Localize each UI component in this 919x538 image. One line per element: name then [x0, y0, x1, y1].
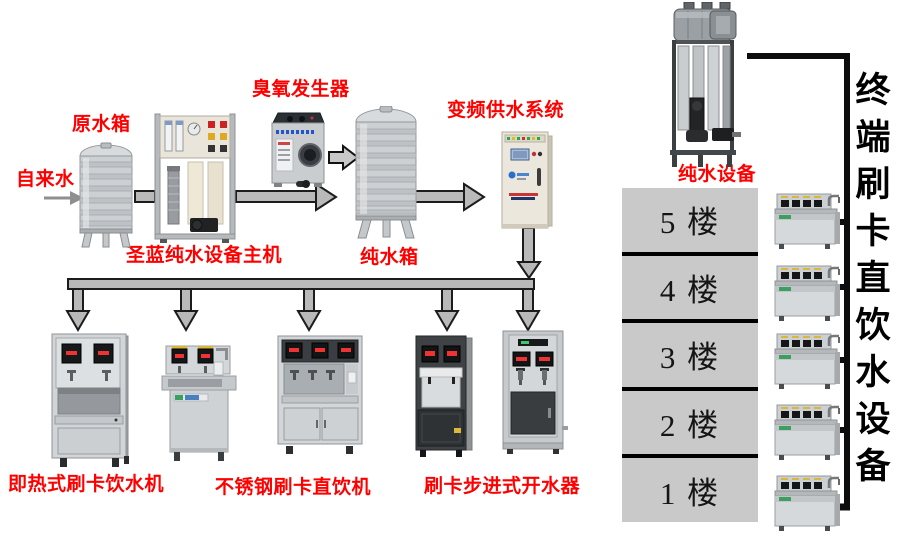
- instant-machine-image: [51, 333, 129, 467]
- terminal-fountain-image-4f: [774, 265, 840, 321]
- floor-label: 3 楼: [659, 340, 721, 376]
- floors-panel: 5 楼 4 楼 3 楼 2 楼 1 楼: [622, 188, 758, 522]
- vfd-cabinet-image: [501, 131, 553, 229]
- vertical-title: 终 端 刷 卡 直 饮 水 设 备: [852, 67, 894, 490]
- floor-row-2: 2 楼: [622, 386, 758, 455]
- floor-row-1: 1 楼: [622, 454, 758, 522]
- ro-equipment-image: [670, 2, 741, 167]
- terminal-fountain-image-2f: [774, 404, 840, 460]
- stainless-fountain-image: [161, 345, 237, 461]
- pipe-cabinet-down: [516, 227, 542, 280]
- pure-water-equipment-label: 纯水设备: [678, 164, 757, 185]
- stepper-boiler-label: 刷卡步进式开水器: [424, 476, 581, 497]
- step-boiler-image: [502, 330, 568, 454]
- pure-water-tank-image: [355, 106, 417, 239]
- raw-water-tank-image: [79, 142, 133, 248]
- ozone-generator-label: 臭氧发生器: [252, 79, 350, 100]
- pipe-drops: [65, 288, 541, 332]
- vfd-supply-label: 变频供水系统: [447, 100, 565, 121]
- vertical-title-char: 水: [855, 353, 891, 392]
- main-unit-label: 圣蓝纯水设备主机: [126, 245, 283, 266]
- floor-label: 5 楼: [659, 205, 721, 241]
- ozone-generator-image: [271, 112, 325, 188]
- vertical-title-char: 备: [855, 447, 891, 486]
- vertical-title-char: 刷: [855, 165, 891, 204]
- vertical-title-char: 终: [855, 71, 891, 110]
- terminal-fountain-image-5f: [774, 193, 840, 249]
- vertical-title-char: 卡: [855, 212, 891, 251]
- floor-label: 1 楼: [659, 475, 721, 511]
- pipe-manifold: [67, 278, 535, 290]
- large-stainless-machine-image: [277, 335, 363, 454]
- floor-label: 2 楼: [659, 408, 721, 444]
- dark-boiler-image: [415, 335, 473, 457]
- vertical-title-char: 直: [855, 259, 891, 298]
- floor-row-4: 4 楼: [622, 251, 758, 320]
- pipe-puretank-to-cabinet: [411, 182, 486, 212]
- vertical-title-char: 饮: [855, 306, 891, 345]
- floor-row-3: 3 楼: [622, 319, 758, 387]
- vertical-title-char: 端: [855, 118, 891, 157]
- pure-water-tank-label: 纯水箱: [360, 247, 419, 268]
- instant-machine-label: 即热式刷卡饮水机: [8, 474, 165, 495]
- main-unit-image: [154, 113, 236, 243]
- floor-row-5: 5 楼: [622, 188, 758, 252]
- tap-water-label: 自来水: [16, 169, 75, 190]
- stainless-machine-label: 不锈钢刷卡直饮机: [215, 477, 372, 498]
- terminal-fountain-image-3f: [774, 333, 840, 389]
- floor-label: 4 楼: [659, 272, 721, 308]
- raw-water-tank-label: 原水箱: [72, 114, 131, 135]
- terminal-fountain-image-1f: [774, 475, 840, 531]
- vertical-title-char: 设: [855, 400, 891, 439]
